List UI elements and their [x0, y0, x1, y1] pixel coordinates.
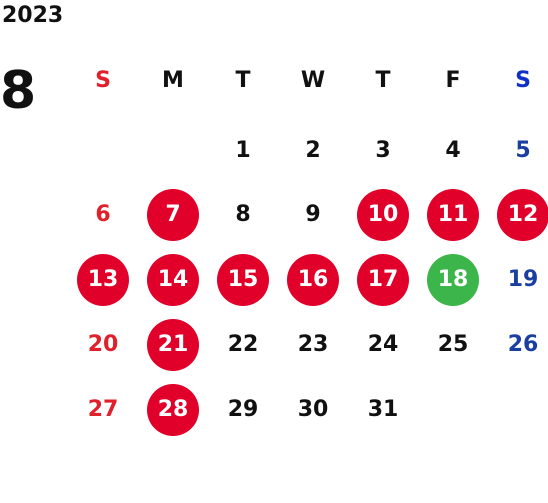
day-6[interactable]: 6 [95, 202, 111, 227]
day-16[interactable]: 16 [287, 254, 339, 306]
day-12[interactable]: 12 [497, 189, 548, 241]
day-27[interactable]: 27 [87, 397, 119, 422]
weekday-mon: M [162, 68, 184, 93]
day-13[interactable]: 13 [77, 254, 129, 306]
day-2[interactable]: 2 [305, 138, 321, 163]
day-23[interactable]: 23 [297, 332, 329, 357]
day-26[interactable]: 26 [507, 332, 539, 357]
day-15[interactable]: 15 [217, 254, 269, 306]
weekday-tue: T [235, 68, 251, 93]
weekday-sat: S [515, 68, 531, 93]
weekday-sun: S [95, 68, 111, 93]
month-label: 8 [0, 61, 37, 121]
day-3[interactable]: 3 [375, 138, 391, 163]
day-21[interactable]: 21 [147, 319, 199, 371]
day-24[interactable]: 24 [367, 332, 399, 357]
day-25[interactable]: 25 [437, 332, 469, 357]
day-8[interactable]: 8 [235, 202, 251, 227]
day-10[interactable]: 10 [357, 189, 409, 241]
weekday-thu: T [375, 68, 391, 93]
day-17[interactable]: 17 [357, 254, 409, 306]
day-5[interactable]: 5 [515, 138, 531, 163]
day-9[interactable]: 9 [305, 202, 321, 227]
day-19[interactable]: 19 [507, 267, 539, 292]
day-30[interactable]: 30 [297, 397, 329, 422]
year-label: 2023 [2, 3, 64, 28]
day-18[interactable]: 18 [427, 254, 479, 306]
day-4[interactable]: 4 [445, 138, 461, 163]
day-11[interactable]: 11 [427, 189, 479, 241]
weekday-wed: W [300, 68, 326, 93]
day-29[interactable]: 29 [227, 397, 259, 422]
weekday-fri: F [445, 68, 461, 93]
day-31[interactable]: 31 [367, 397, 399, 422]
day-28[interactable]: 28 [147, 384, 199, 436]
day-7[interactable]: 7 [147, 189, 199, 241]
day-22[interactable]: 22 [227, 332, 259, 357]
day-14[interactable]: 14 [147, 254, 199, 306]
day-1[interactable]: 1 [235, 138, 251, 163]
day-20[interactable]: 20 [87, 332, 119, 357]
